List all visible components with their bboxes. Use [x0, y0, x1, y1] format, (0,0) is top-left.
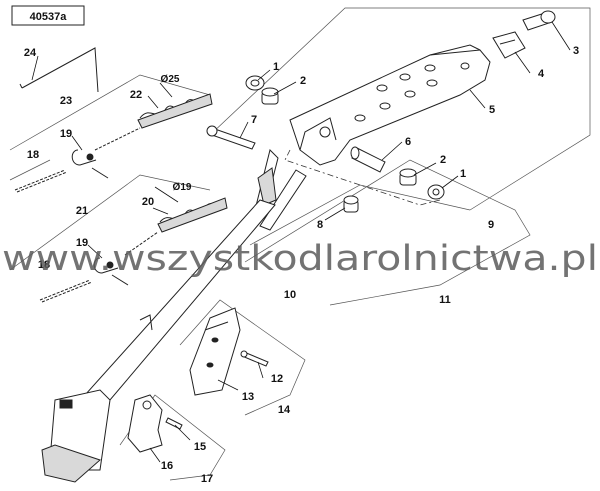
lifting-arm-part-10: [41, 149, 307, 483]
diagram-reference-code: 40537a: [30, 11, 68, 23]
spring-label-d19: Ø19: [173, 182, 192, 193]
bolt-part-3: [522, 10, 556, 31]
callout-18-upper: 18: [27, 149, 39, 161]
pin-part-15: [165, 417, 183, 430]
leader-lines: [31, 21, 571, 463]
callout-12: 12: [271, 373, 283, 385]
callout-19-lower: 19: [76, 237, 88, 249]
diagram-reference-box: 40537a: [11, 5, 85, 26]
mounting-bracket-part-5: [289, 44, 491, 166]
shackle-part-19-lower: [93, 257, 129, 286]
callout-19-upper: 19: [60, 128, 72, 140]
callout-11: 11: [439, 294, 451, 306]
callout-1-upper: 1: [273, 61, 279, 73]
callout-18-lower: 18: [38, 259, 50, 271]
callout-13: 13: [242, 391, 254, 403]
callout-15: 15: [194, 441, 206, 453]
callout-7: 7: [251, 114, 257, 126]
callout-20: 20: [142, 196, 154, 208]
bushing-part-8: [343, 195, 359, 213]
hook-part-16: [127, 394, 163, 453]
callout-1-lower: 1: [460, 168, 466, 180]
website-watermark: www.wszystkodlarolnictwa.pl: [2, 239, 598, 279]
rod-part-24: [19, 47, 99, 93]
callout-labels: 1 2 3 4 5 7 6 2 1 8 9 11 10 12 13 14 15 …: [24, 45, 579, 485]
callout-10: 10: [284, 289, 296, 301]
callout-8: 8: [317, 219, 323, 231]
chain-part-18-lower: [39, 231, 159, 303]
callout-17: 17: [201, 473, 213, 485]
bushing-part-1-upper: [245, 75, 265, 91]
callout-2-lower: 2: [440, 154, 446, 166]
chain-part-18-upper: [14, 127, 141, 193]
spring-diameter-labels: Ø25 Ø19: [161, 74, 192, 193]
clamp-part-4: [492, 31, 526, 59]
spring-label-d25: Ø25: [161, 74, 180, 85]
rubber-pad-part-13: [189, 307, 241, 396]
callout-23: 23: [60, 95, 72, 107]
callout-3: 3: [573, 45, 579, 57]
screw-part-12: [240, 350, 269, 367]
callout-6: 6: [405, 136, 411, 148]
callout-9: 9: [488, 219, 494, 231]
bushing-part-2-upper: [261, 87, 279, 105]
callout-22: 22: [130, 89, 142, 101]
washer-part-1-lower: [427, 184, 445, 200]
callout-5: 5: [489, 104, 495, 116]
callout-24: 24: [24, 47, 37, 59]
callout-14: 14: [278, 404, 291, 416]
spring-part-22: [137, 93, 213, 129]
callout-21: 21: [76, 205, 88, 217]
bushing-part-2-lower: [399, 168, 417, 186]
bolt-part-7: [206, 125, 256, 150]
callout-4: 4: [538, 68, 545, 80]
pin-part-6: [350, 146, 386, 173]
callout-16: 16: [161, 460, 173, 472]
shackle-part-19-upper: [71, 149, 109, 179]
callout-2-upper: 2: [300, 75, 306, 87]
spring-part-20: [157, 197, 228, 233]
